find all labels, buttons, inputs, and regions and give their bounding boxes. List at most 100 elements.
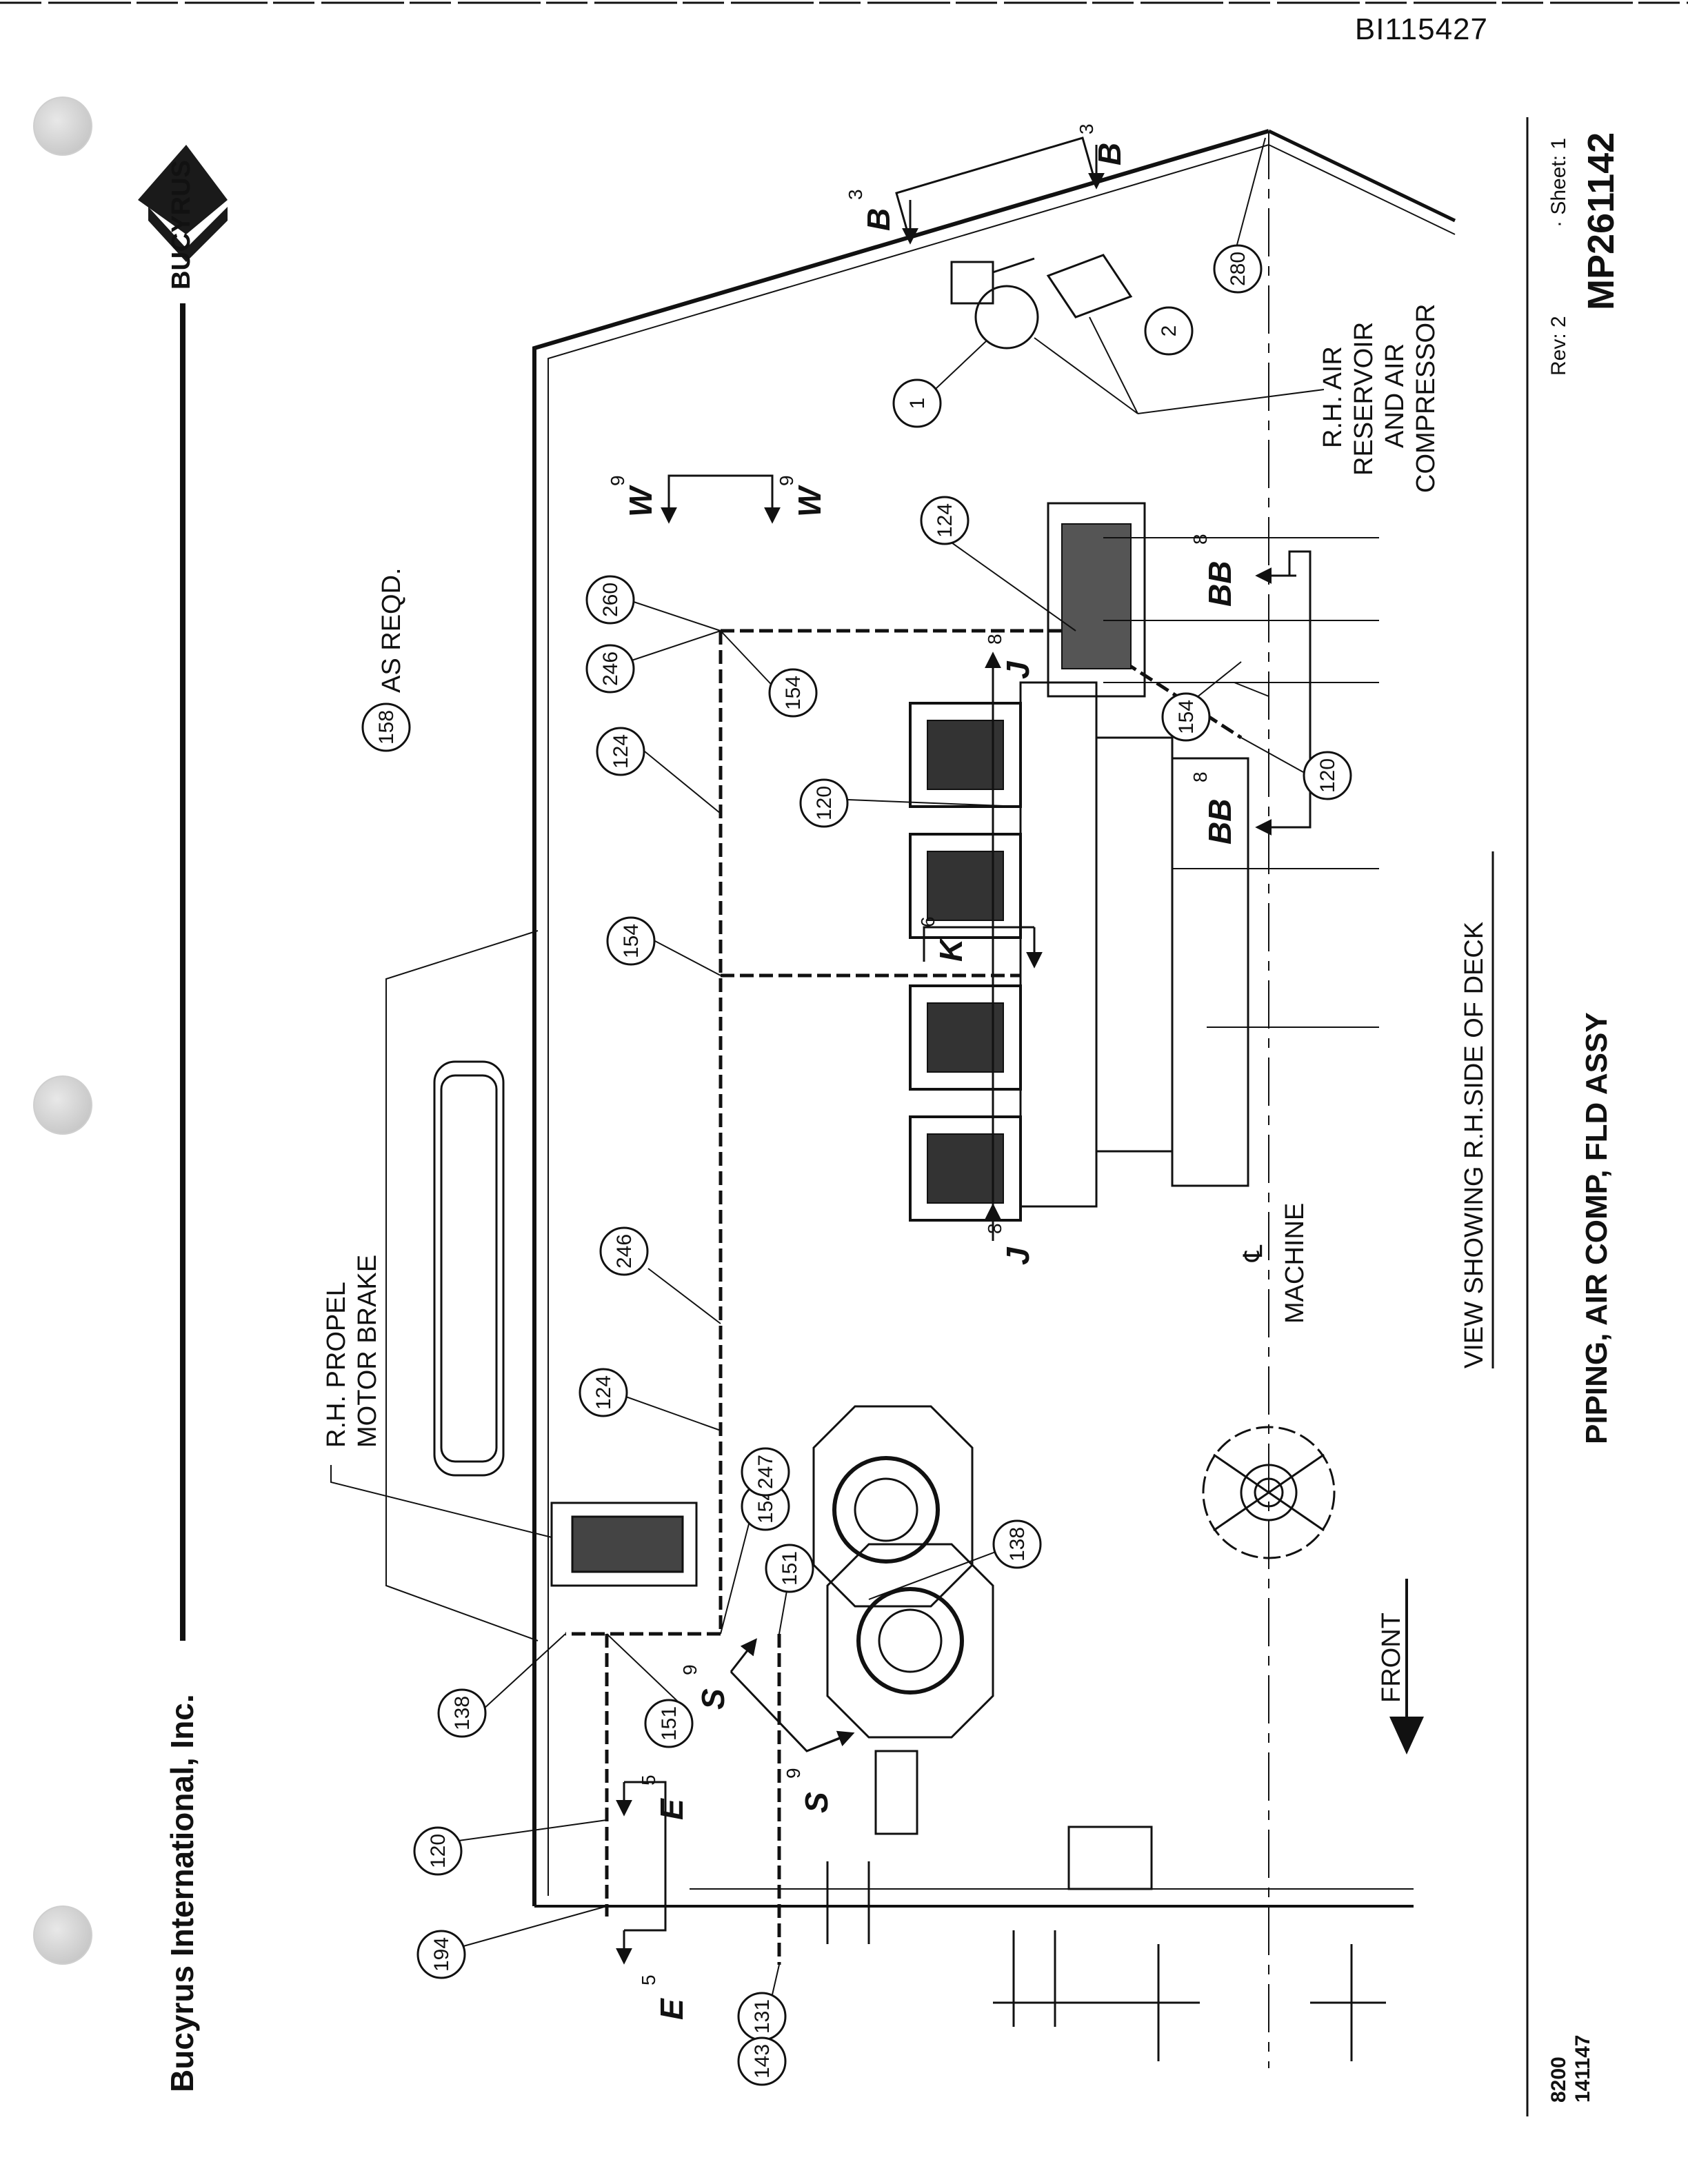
balloon-154-top: 154 bbox=[768, 668, 818, 718]
svg-text:1: 1 bbox=[906, 398, 929, 410]
binder-hole-middle bbox=[33, 1075, 92, 1135]
balloon-280: 280 bbox=[1213, 244, 1263, 294]
svg-text:9: 9 bbox=[783, 1768, 804, 1779]
section-bb-marker bbox=[1255, 550, 1312, 836]
balloon-151-low: 151 bbox=[644, 1699, 694, 1748]
balloon-group: 1 2 280 124 260 246 154 158 124 120 154 … bbox=[361, 244, 1352, 2086]
balloon-260: 260 bbox=[585, 575, 635, 625]
balloon-leaders bbox=[458, 137, 1304, 2010]
binder-hole-bottom bbox=[33, 1905, 92, 1965]
svg-text:194: 194 bbox=[430, 1937, 453, 1972]
svg-text:260: 260 bbox=[599, 583, 622, 617]
deck-outline bbox=[532, 129, 1456, 2068]
front-indicator: FRONT bbox=[1377, 1579, 1424, 1755]
svg-text:124: 124 bbox=[610, 734, 632, 769]
svg-text:3: 3 bbox=[845, 189, 866, 200]
binder-hole-top bbox=[33, 97, 92, 156]
svg-text:151: 151 bbox=[778, 1551, 801, 1586]
propel-motors-assembly bbox=[1019, 502, 1249, 1208]
svg-text:5: 5 bbox=[638, 1974, 659, 1985]
balloon-194: 194 bbox=[416, 1930, 466, 1979]
view-caption-group: VIEW SHOWING R.H.SIDE OF DECK bbox=[1460, 851, 1494, 1368]
balloon-2: 2 bbox=[1144, 306, 1194, 356]
balloon-246-top: 246 bbox=[585, 644, 635, 694]
svg-text:120: 120 bbox=[427, 1834, 450, 1868]
svg-text:8: 8 bbox=[984, 1223, 1005, 1234]
svg-text:R.H. PROPEL: R.H. PROPEL bbox=[322, 1282, 351, 1448]
svg-text:246: 246 bbox=[599, 651, 622, 686]
section-bb-top: BB bbox=[1202, 561, 1238, 607]
view-caption: VIEW SHOWING R.H.SIDE OF DECK bbox=[1460, 922, 1489, 1368]
section-k-marker bbox=[923, 926, 1043, 969]
svg-text:138: 138 bbox=[451, 1696, 474, 1730]
section-e-upper: E bbox=[654, 1798, 690, 1820]
svg-text:8: 8 bbox=[1189, 771, 1211, 782]
balloon-131: 131 bbox=[737, 1992, 787, 2041]
svg-text:154: 154 bbox=[782, 676, 805, 710]
svg-text:6: 6 bbox=[917, 916, 938, 927]
svg-text:R.H. AIR: R.H. AIR bbox=[1318, 346, 1347, 448]
company-name: Bucyrus International, Inc. bbox=[164, 1694, 200, 2092]
propel-brake-leaders bbox=[330, 930, 552, 1641]
section-s-lower: S bbox=[798, 1792, 834, 1813]
as-reqd-label: AS REQD. bbox=[377, 567, 406, 693]
svg-text:120: 120 bbox=[1316, 758, 1339, 793]
svg-text:120: 120 bbox=[813, 786, 836, 820]
revision-label: Rev: 2 bbox=[1547, 316, 1570, 376]
svg-text:9: 9 bbox=[776, 475, 797, 486]
air-piping bbox=[565, 629, 1243, 1965]
centerline-symbol: ℄ bbox=[1239, 1244, 1268, 1262]
svg-text:FRONT: FRONT bbox=[1377, 1612, 1406, 1703]
balloon-120-low: 120 bbox=[413, 1826, 463, 1876]
svg-text:3: 3 bbox=[1076, 123, 1097, 134]
svg-text:280: 280 bbox=[1227, 252, 1249, 286]
svg-text:9: 9 bbox=[679, 1664, 701, 1675]
section-w-marker bbox=[661, 474, 781, 524]
svg-text:2: 2 bbox=[1158, 325, 1180, 337]
air-compressor-unit bbox=[950, 254, 1133, 350]
logo: BUCYRUS bbox=[138, 145, 228, 290]
drawing-code-bottom: 141147 bbox=[1571, 2035, 1594, 2103]
svg-text:8: 8 bbox=[984, 634, 1005, 645]
section-w-right: W bbox=[792, 485, 827, 517]
svg-text:RESERVOIR: RESERVOIR bbox=[1349, 322, 1378, 476]
balloon-124-low: 124 bbox=[579, 1368, 628, 1417]
svg-text:COMPRESSOR: COMPRESSOR bbox=[1411, 304, 1440, 493]
section-e-lower: E bbox=[654, 1998, 690, 2020]
motor-vertical-shafts bbox=[1103, 537, 1379, 1028]
balloon-246-mid: 246 bbox=[599, 1226, 649, 1276]
section-j-top: J bbox=[1000, 660, 1036, 679]
balloon-124-top: 124 bbox=[920, 496, 969, 545]
svg-text:154: 154 bbox=[1175, 700, 1198, 734]
motor-blocks bbox=[909, 523, 1132, 1222]
section-e-marker bbox=[616, 1781, 667, 1965]
balloon-1: 1 bbox=[892, 378, 942, 428]
svg-text:131: 131 bbox=[751, 1999, 774, 2034]
svg-text:154: 154 bbox=[620, 924, 643, 958]
svg-text:AND AIR: AND AIR bbox=[1380, 343, 1409, 448]
drawing-number: MP261142 bbox=[1580, 132, 1622, 310]
balloon-143: 143 bbox=[737, 2036, 787, 2086]
section-s-upper: S bbox=[695, 1688, 731, 1710]
section-w-left: W bbox=[623, 485, 659, 517]
swing-gear bbox=[1202, 1426, 1336, 1559]
balloon-120-mid: 120 bbox=[799, 778, 849, 828]
section-k: K bbox=[933, 937, 969, 962]
propel-brake-label: R.H. PROPEL MOTOR BRAKE bbox=[322, 1255, 382, 1448]
front-structure bbox=[826, 1826, 1386, 2061]
section-s-marker bbox=[730, 1638, 855, 1752]
svg-text:9: 9 bbox=[607, 475, 628, 486]
balloon-154-mid: 154 bbox=[606, 916, 656, 966]
balloon-151-mid: 151 bbox=[765, 1544, 814, 1593]
svg-text:124: 124 bbox=[592, 1375, 615, 1410]
document-id: BI115427 bbox=[1354, 12, 1488, 46]
reservoir-label: R.H. AIR RESERVOIR AND AIR COMPRESSOR bbox=[1318, 304, 1440, 493]
section-b-left: B bbox=[861, 208, 896, 231]
svg-text:MOTOR BRAKE: MOTOR BRAKE bbox=[353, 1255, 382, 1448]
balloon-138-left: 138 bbox=[437, 1688, 487, 1738]
balloon-247: 247 bbox=[741, 1447, 790, 1497]
balloon-120-right: 120 bbox=[1303, 751, 1352, 800]
drum-assemblies bbox=[812, 1405, 994, 1835]
